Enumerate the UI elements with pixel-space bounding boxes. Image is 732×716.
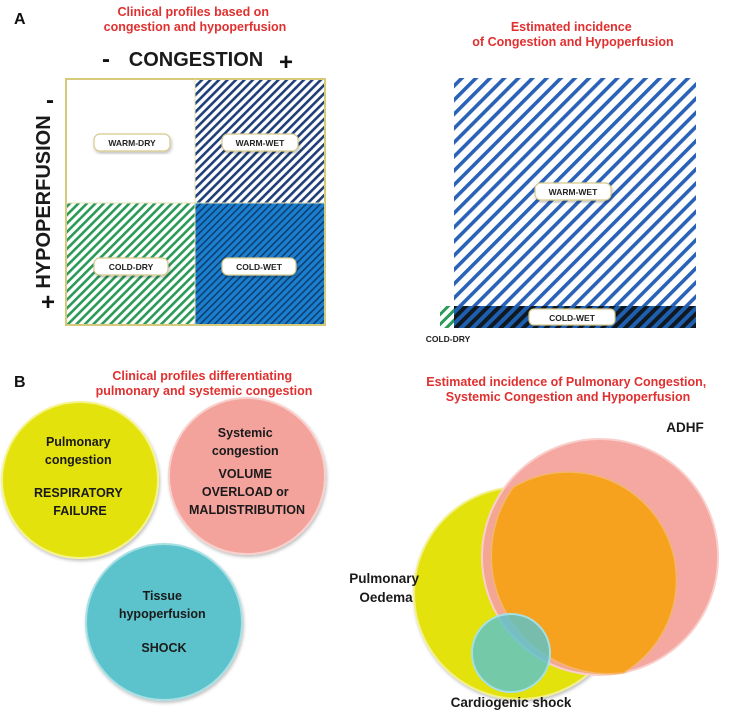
panel-b-right-title-line2: Systemic Congestion and Hypoperfusion	[446, 390, 690, 404]
warm-wet-label-box	[221, 133, 299, 152]
panel-b-right-title-line1: Estimated incidence of Pulmonary Congest…	[426, 375, 706, 389]
panel-a-right-title-line2: of Congestion and Hypoperfusion	[472, 35, 673, 49]
systemic-text-line2: congestion	[212, 444, 279, 458]
incidence-venn: ADHF Pulmonary Oedema Cardiogenic shock	[349, 420, 719, 710]
panel-a-right-title-line1: Estimated incidence	[511, 20, 632, 34]
warm-wet-label: WARM-WET	[236, 138, 285, 148]
panel-b-left-title-line1: Clinical profiles differentiating	[112, 369, 292, 383]
venn-pulmonary-oedema-label: Pulmonary Oedema	[349, 571, 423, 605]
pulmonary-circle-text: Pulmonary congestion RESPIRATORY FAILURE	[34, 435, 126, 518]
systemic-circle-text: Systemic congestion VOLUME OVERLOAD or M…	[189, 426, 305, 517]
incidence-block: WARM-WET COLD-WET COLD-DRY	[426, 78, 696, 344]
panel-a-letter: A	[14, 11, 26, 28]
tissue-circle-text: Tissue hypoperfusion SHOCK	[119, 589, 209, 655]
profile-quadrant-grid: WARM-DRY WARM-WET COLD-DRY COLD-WET	[65, 78, 326, 326]
pulmonary-text-line2: congestion	[45, 453, 112, 467]
tissue-hypoperfusion-circle	[85, 543, 243, 701]
tissue-text-line2: hypoperfusion	[119, 607, 206, 621]
congestion-axis-title: CONGESTION	[129, 49, 263, 71]
panel-b-right-title: Estimated incidence of Pulmonary Congest…	[426, 375, 709, 404]
cold-wet-label-box	[221, 257, 297, 276]
pulmonary-text-line4: FAILURE	[53, 504, 106, 518]
incidence-cold-wet-label: COLD-WET	[549, 313, 596, 323]
congestion-minus-sign: -	[102, 46, 110, 73]
incidence-warm-wet-label-box	[534, 182, 612, 201]
panel-b-letter: B	[14, 374, 26, 391]
incidence-cold-dry-area	[440, 306, 454, 328]
venn-pulmonary-oedema-line2: Oedema	[359, 590, 413, 605]
systemic-text-line5: MALDISTRIBUTION	[189, 503, 305, 517]
incidence-warm-wet-label: WARM-WET	[549, 187, 598, 197]
hypoperfusion-axis-title: HYPOPERFUSION	[33, 115, 55, 288]
venn-cardiogenic-shock-circle	[471, 613, 551, 693]
cold-wet-label: COLD-WET	[236, 262, 283, 272]
pulmonary-text-line3: RESPIRATORY	[34, 486, 123, 500]
cold-dry-label-box	[93, 257, 169, 276]
venn-cardiogenic-shock-label: Cardiogenic shock	[451, 695, 572, 710]
venn-adhf-label: ADHF	[666, 420, 704, 435]
systemic-text-line3: VOLUME	[219, 467, 272, 481]
warm-dry-label-box	[93, 133, 171, 152]
tissue-text-line3: SHOCK	[141, 641, 186, 655]
congestion-plus-sign: +	[279, 49, 293, 76]
panel-b-left-title: Clinical profiles differentiating pulmon…	[96, 369, 313, 398]
panel-a-left-title-line1: Clinical profiles based on	[118, 5, 269, 19]
incidence-cold-dry-label: COLD-DRY	[426, 334, 471, 344]
panel-a-left-title: Clinical profiles based on congestion an…	[104, 5, 287, 34]
systemic-text-line1: Systemic	[218, 426, 273, 440]
systemic-congestion-circle	[168, 397, 326, 555]
hypoperfusion-plus-sign: +	[41, 289, 55, 316]
incidence-cold-wet-label-box	[528, 308, 616, 326]
panel-a-left-title-line2: congestion and hypoperfusion	[104, 20, 287, 34]
panel-a-right-title: Estimated incidence of Congestion and Hy…	[472, 20, 673, 49]
pulmonary-text-line1: Pulmonary	[46, 435, 111, 449]
venn-pulmonary-oedema-line1: Pulmonary	[349, 571, 419, 586]
pulmonary-congestion-circle	[1, 401, 159, 559]
warm-dry-label: WARM-DRY	[108, 138, 156, 148]
panel-b-left-title-line2: pulmonary and systemic congestion	[96, 384, 313, 398]
tissue-text-line1: Tissue	[143, 589, 182, 603]
systemic-text-line4: OVERLOAD or	[202, 485, 289, 499]
cold-dry-label: COLD-DRY	[109, 262, 154, 272]
profile-circles: Pulmonary congestion RESPIRATORY FAILURE…	[1, 397, 326, 701]
hypoperfusion-minus-sign: -	[46, 87, 54, 114]
